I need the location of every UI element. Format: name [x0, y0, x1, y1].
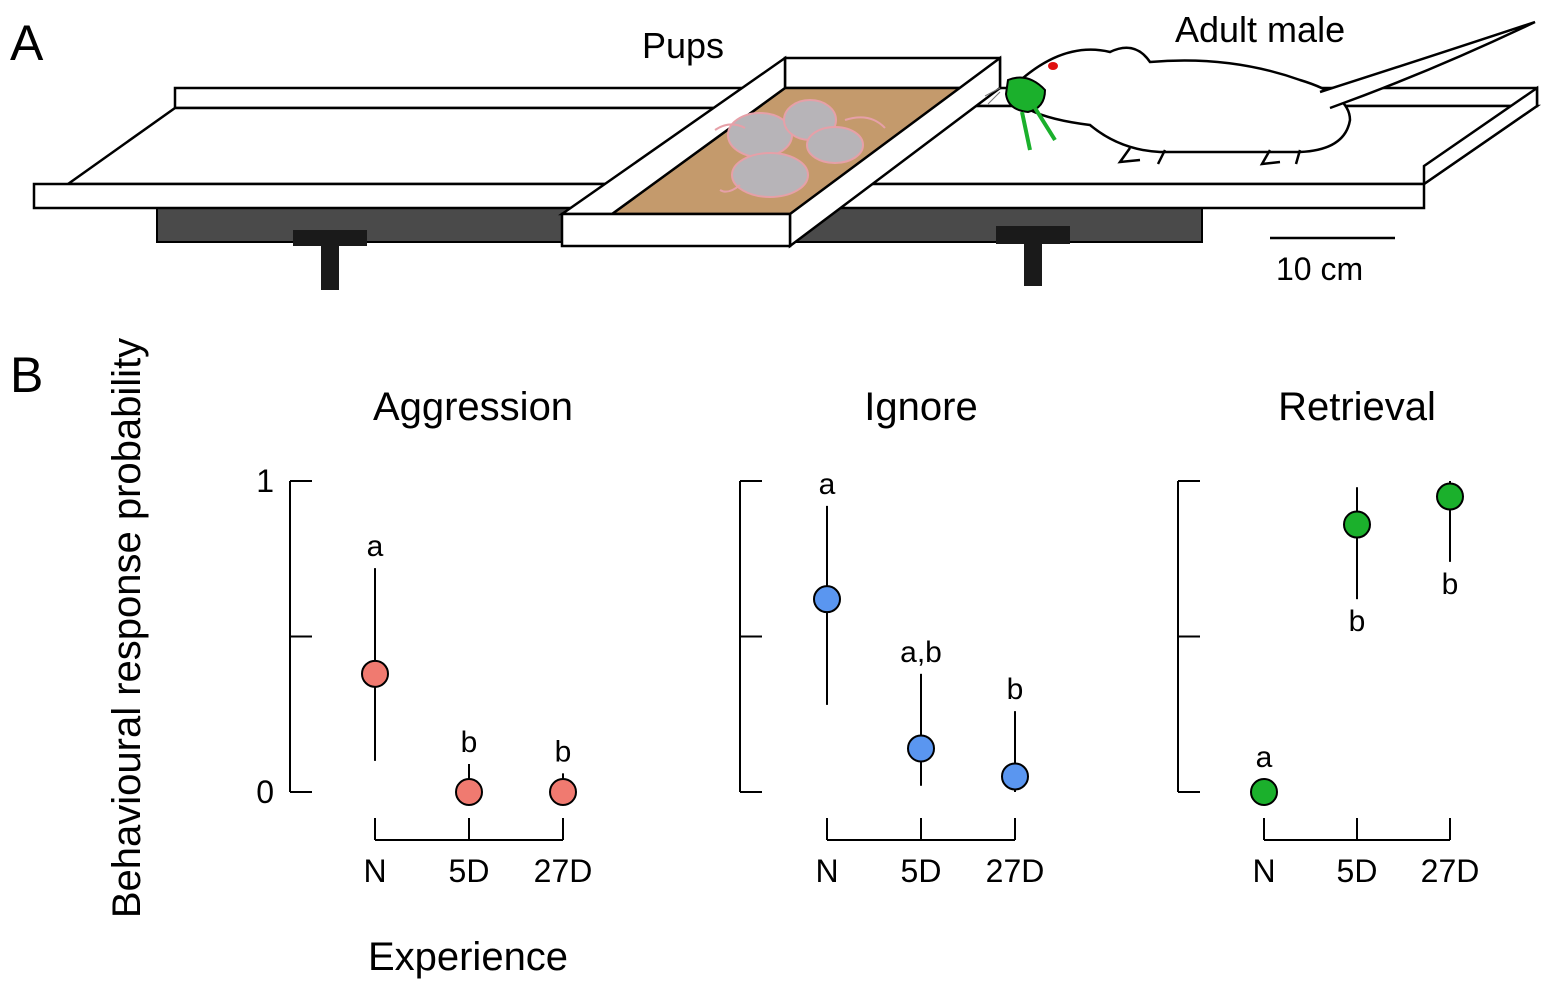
data-point — [907, 734, 935, 763]
adult-mouse-drawing — [984, 20, 1536, 166]
significance-label: a,b — [900, 636, 942, 669]
x-tick-label: 27D — [1421, 853, 1480, 889]
panel-a-label: A — [10, 15, 44, 71]
right-stand-top — [996, 226, 1070, 244]
panel-a: A — [10, 9, 1542, 290]
significance-label: a — [1256, 741, 1273, 774]
data-point — [549, 778, 577, 806]
x-axis-title: Experience — [368, 935, 568, 979]
x-tick-label: 27D — [534, 853, 593, 889]
x-tick-label: 5D — [449, 853, 490, 889]
left-platform-front — [32, 182, 606, 210]
chart-title: Aggression — [373, 385, 573, 429]
x-tick-label: 27D — [986, 853, 1045, 889]
y-tick-label: 1 — [256, 463, 274, 499]
pups-drawing — [714, 99, 886, 198]
y-axis-title: Behavioural response probability — [105, 338, 149, 918]
significance-label: b — [1442, 568, 1459, 601]
significance-label: a — [367, 530, 384, 563]
x-tick-label: 5D — [1337, 853, 1378, 889]
data-point — [1436, 482, 1464, 511]
data-point — [455, 778, 483, 806]
significance-label: b — [555, 735, 572, 768]
chart-0: Aggression 0 1N 5D 27D a b b — [256, 385, 592, 889]
significance-label: b — [1349, 605, 1366, 638]
x-tick-label: N — [1252, 853, 1275, 889]
chart-title: Retrieval — [1278, 385, 1436, 429]
pups-label: Pups — [642, 25, 724, 66]
adult-male-label: Adult male — [1175, 9, 1345, 50]
pup-box-front-wall — [560, 212, 792, 248]
left-stand-leg — [321, 246, 339, 290]
y-tick-label: 0 — [256, 774, 274, 810]
x-tick-label: 5D — [901, 853, 942, 889]
data-point — [813, 585, 841, 614]
x-tick-label: N — [815, 853, 838, 889]
right-platform-edge — [1422, 85, 1539, 187]
data-point — [361, 659, 389, 688]
data-point — [1343, 510, 1371, 539]
apparatus-illustration — [32, 20, 1542, 290]
significance-label: b — [1007, 673, 1024, 706]
data-point — [1001, 762, 1029, 791]
data-point — [1250, 778, 1278, 806]
panel-b-label: B — [10, 347, 43, 403]
right-platform-front — [826, 182, 1426, 210]
scale-bar-label: 10 cm — [1276, 251, 1363, 287]
left-back-rail — [173, 86, 745, 110]
panel-b: B Behavioural response probability Exper… — [10, 338, 1479, 979]
chart-title: Ignore — [864, 385, 977, 429]
x-tick-label: N — [363, 853, 386, 889]
left-stand-top — [293, 230, 367, 246]
significance-label: a — [819, 468, 836, 501]
right-stand-leg — [1024, 244, 1042, 286]
significance-label: b — [461, 726, 478, 759]
